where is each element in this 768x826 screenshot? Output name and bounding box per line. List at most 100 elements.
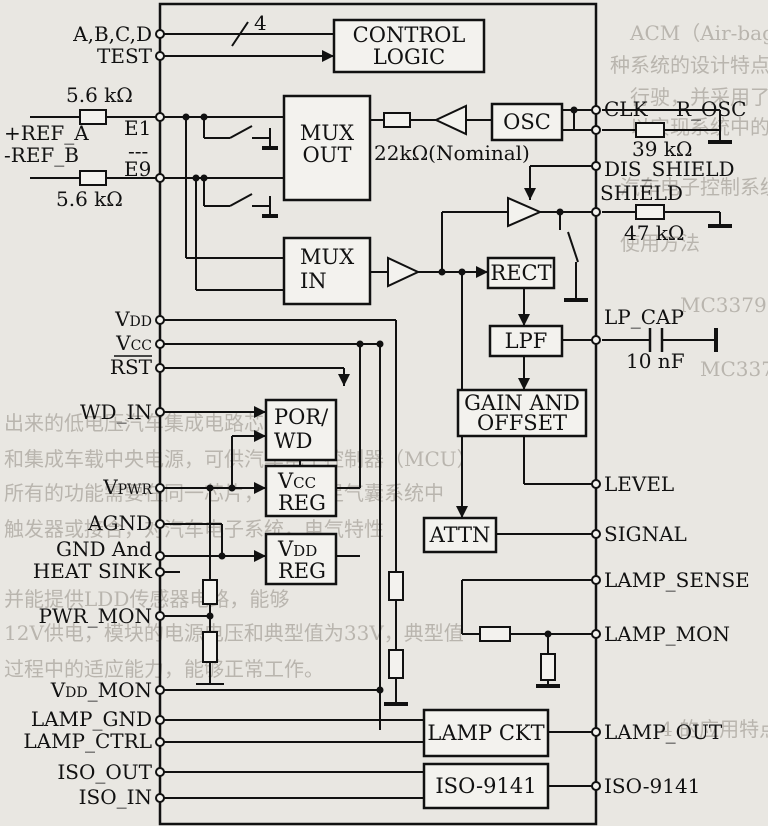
mux-in-label: MUX	[300, 245, 354, 269]
iso9141-block	[422, 762, 550, 810]
resistor-lamp-mon	[540, 653, 556, 681]
control-logic-block	[332, 18, 486, 74]
pin-abcd-label: A,B,C,D	[72, 22, 152, 46]
resistor-osc-value: 22kΩ(Nominal)	[374, 141, 530, 165]
pin-lamp-mon-label: LAMP_MON	[604, 622, 730, 646]
background-text-line: MC33793是摩托罗拉公司（MOTOROLA）推出开发	[700, 357, 768, 381]
background-text-line: 汽车电子控制系统，并能方便地完成设计	[620, 175, 768, 199]
wiring	[30, 21, 721, 799]
resistor-e9	[79, 170, 107, 186]
resistor-e1-value: 5.6 kΩ	[66, 83, 133, 107]
pin-e9-label: E9	[124, 157, 151, 181]
right-pin-labels: CLK R_OSC 22kΩ(Nominal) 39 kΩ DIS_SHIELD…	[374, 97, 750, 798]
buffer-osc	[433, 104, 467, 136]
pin-rst-label: RST	[110, 355, 153, 379]
gain-offset-label: OFFSET	[477, 411, 567, 435]
background-text-line: 行驶，并采用了保护电路，以满足各种应用要求，	[630, 85, 768, 109]
pin-lp-cap-label: LP_CAP	[604, 305, 684, 329]
osc-block	[490, 102, 564, 142]
mux-out-label: MUX	[300, 121, 354, 145]
resistor-osc	[383, 112, 411, 128]
lpf-block	[488, 324, 564, 358]
pin-lamp-sense-label: LAMP_SENSE	[604, 568, 750, 592]
pin-lamp-gnd-label: LAMP_GND	[31, 707, 152, 731]
mux-in-block	[282, 236, 372, 306]
background-text-line: 12V供电，模块的电源电压和典型值为33V，典型值	[4, 621, 464, 645]
attn-label: ATTN	[429, 523, 491, 547]
pin-clk-label: CLK	[604, 97, 649, 121]
left-pin-labels: 4 A,B,C,D TEST 5.6 kΩ +REF_A -REF_B E1 -…	[4, 11, 267, 809]
resistor-shield-value: 47 kΩ	[624, 221, 685, 245]
resistor-pwr-1	[202, 579, 218, 605]
resistor-lamp	[479, 626, 511, 642]
background-text-line: ACM（Air-bag Control Module）电路中，MC33793是一	[629, 21, 768, 45]
gain-offset-block	[456, 388, 588, 438]
pin-heat-sink-label: HEAT SINK	[33, 559, 153, 583]
bus-width-label: 4	[254, 11, 267, 35]
background-text-line: 过程中的适应能力，能够正常工作。	[4, 657, 324, 681]
background-text-line: 使用方法	[620, 231, 700, 255]
resistor-pwr-2	[202, 631, 218, 663]
vcc-reg-block	[264, 464, 338, 518]
background-text-line: 和集成车载中央电源，可供汽车电子控制器（MCU）	[4, 447, 477, 471]
resistors	[79, 109, 665, 681]
pin-gnd-label: GND And	[56, 537, 152, 561]
pin-ref-a-label: +REF_A	[4, 121, 89, 145]
pin-iso-out-label: ISO_OUT	[57, 760, 152, 784]
lamp-ckt-label: LAMP CKT	[427, 721, 544, 745]
capacitor-lp-value: 10 nF	[626, 349, 685, 373]
resistor-vdd-2	[388, 649, 404, 679]
vdd-reg-block	[264, 532, 338, 586]
ground-symbols	[262, 140, 732, 706]
background-text-line: 4 的应用特点	[660, 717, 768, 741]
gain-offset-label: GAIN AND	[464, 391, 580, 415]
resistor-e1	[79, 109, 107, 125]
resistor-shield	[635, 204, 665, 220]
vcc-reg-label: VCC	[277, 469, 316, 493]
pin-vpwr-label: VPWR	[102, 475, 152, 499]
resistor-clk	[635, 122, 665, 138]
iso9141-block-label: ISO-9141	[435, 774, 536, 798]
pin-wd-in-label: WD_IN	[80, 400, 152, 424]
pin-level-label: LEVEL	[604, 472, 674, 496]
pin-e1-label: E1	[124, 116, 151, 140]
mux-out-label: OUT	[303, 143, 352, 167]
rect-label: RECT	[490, 261, 551, 285]
resistor-vdd-1	[388, 571, 404, 601]
control-logic-label: CONTROL	[353, 23, 466, 47]
background-text-line: 并能提供LDD传感器电路，能够	[4, 587, 289, 611]
blocks: CONTROL LOGIC MUX OUT OSC MUX IN RECT LP…	[264, 18, 588, 810]
capacitor-lp	[648, 328, 664, 352]
background-text-line: 种系统的设计特点，专为车用安全气囊的MC3793组成	[610, 53, 768, 77]
rect-block	[486, 256, 556, 290]
pin-r-osc-label: R_OSC	[676, 97, 746, 121]
pin-signal-label: SIGNAL	[604, 522, 687, 546]
buffers	[387, 104, 543, 288]
pin-lamp-out-label: LAMP_OUT	[604, 720, 723, 744]
background-text-line: 所有的功能需要在同一芯片，可以满足气囊系统中	[4, 481, 444, 505]
vcc-reg-label: REG	[278, 491, 326, 515]
mux-in-label: IN	[300, 269, 327, 293]
pin-ref-b-label: -REF_B	[4, 143, 79, 167]
pin-agnd-label: AGND	[87, 511, 152, 535]
pin-vdd-mon-label: VDD_MON	[50, 678, 152, 702]
junction-dots	[182, 106, 578, 694]
buffer-shield	[507, 196, 543, 228]
buffer-mux	[387, 256, 421, 288]
mux-out-block	[282, 94, 372, 202]
pin-vdd-label: VDD	[114, 307, 152, 331]
arrowheads	[254, 50, 536, 562]
lamp-ckt-block	[422, 708, 550, 758]
pin-pwr-mon-label: PWR_MON	[39, 604, 152, 628]
control-logic-label: LOGIC	[373, 45, 445, 69]
pin-vcc-label: VCC	[115, 331, 152, 355]
osc-label: OSC	[503, 110, 551, 134]
background-text-line: 出来的低电压汽车集成电路芯片	[4, 411, 284, 435]
por-wd-label: POR/	[274, 405, 329, 429]
pin-test-label: TEST	[97, 44, 153, 68]
por-wd-block	[264, 398, 338, 462]
pin-iso-in-label: ISO_IN	[79, 785, 152, 809]
pin-dis-shield-label: DIS_SHIELD	[604, 157, 735, 181]
por-wd-label: WD	[274, 429, 312, 453]
